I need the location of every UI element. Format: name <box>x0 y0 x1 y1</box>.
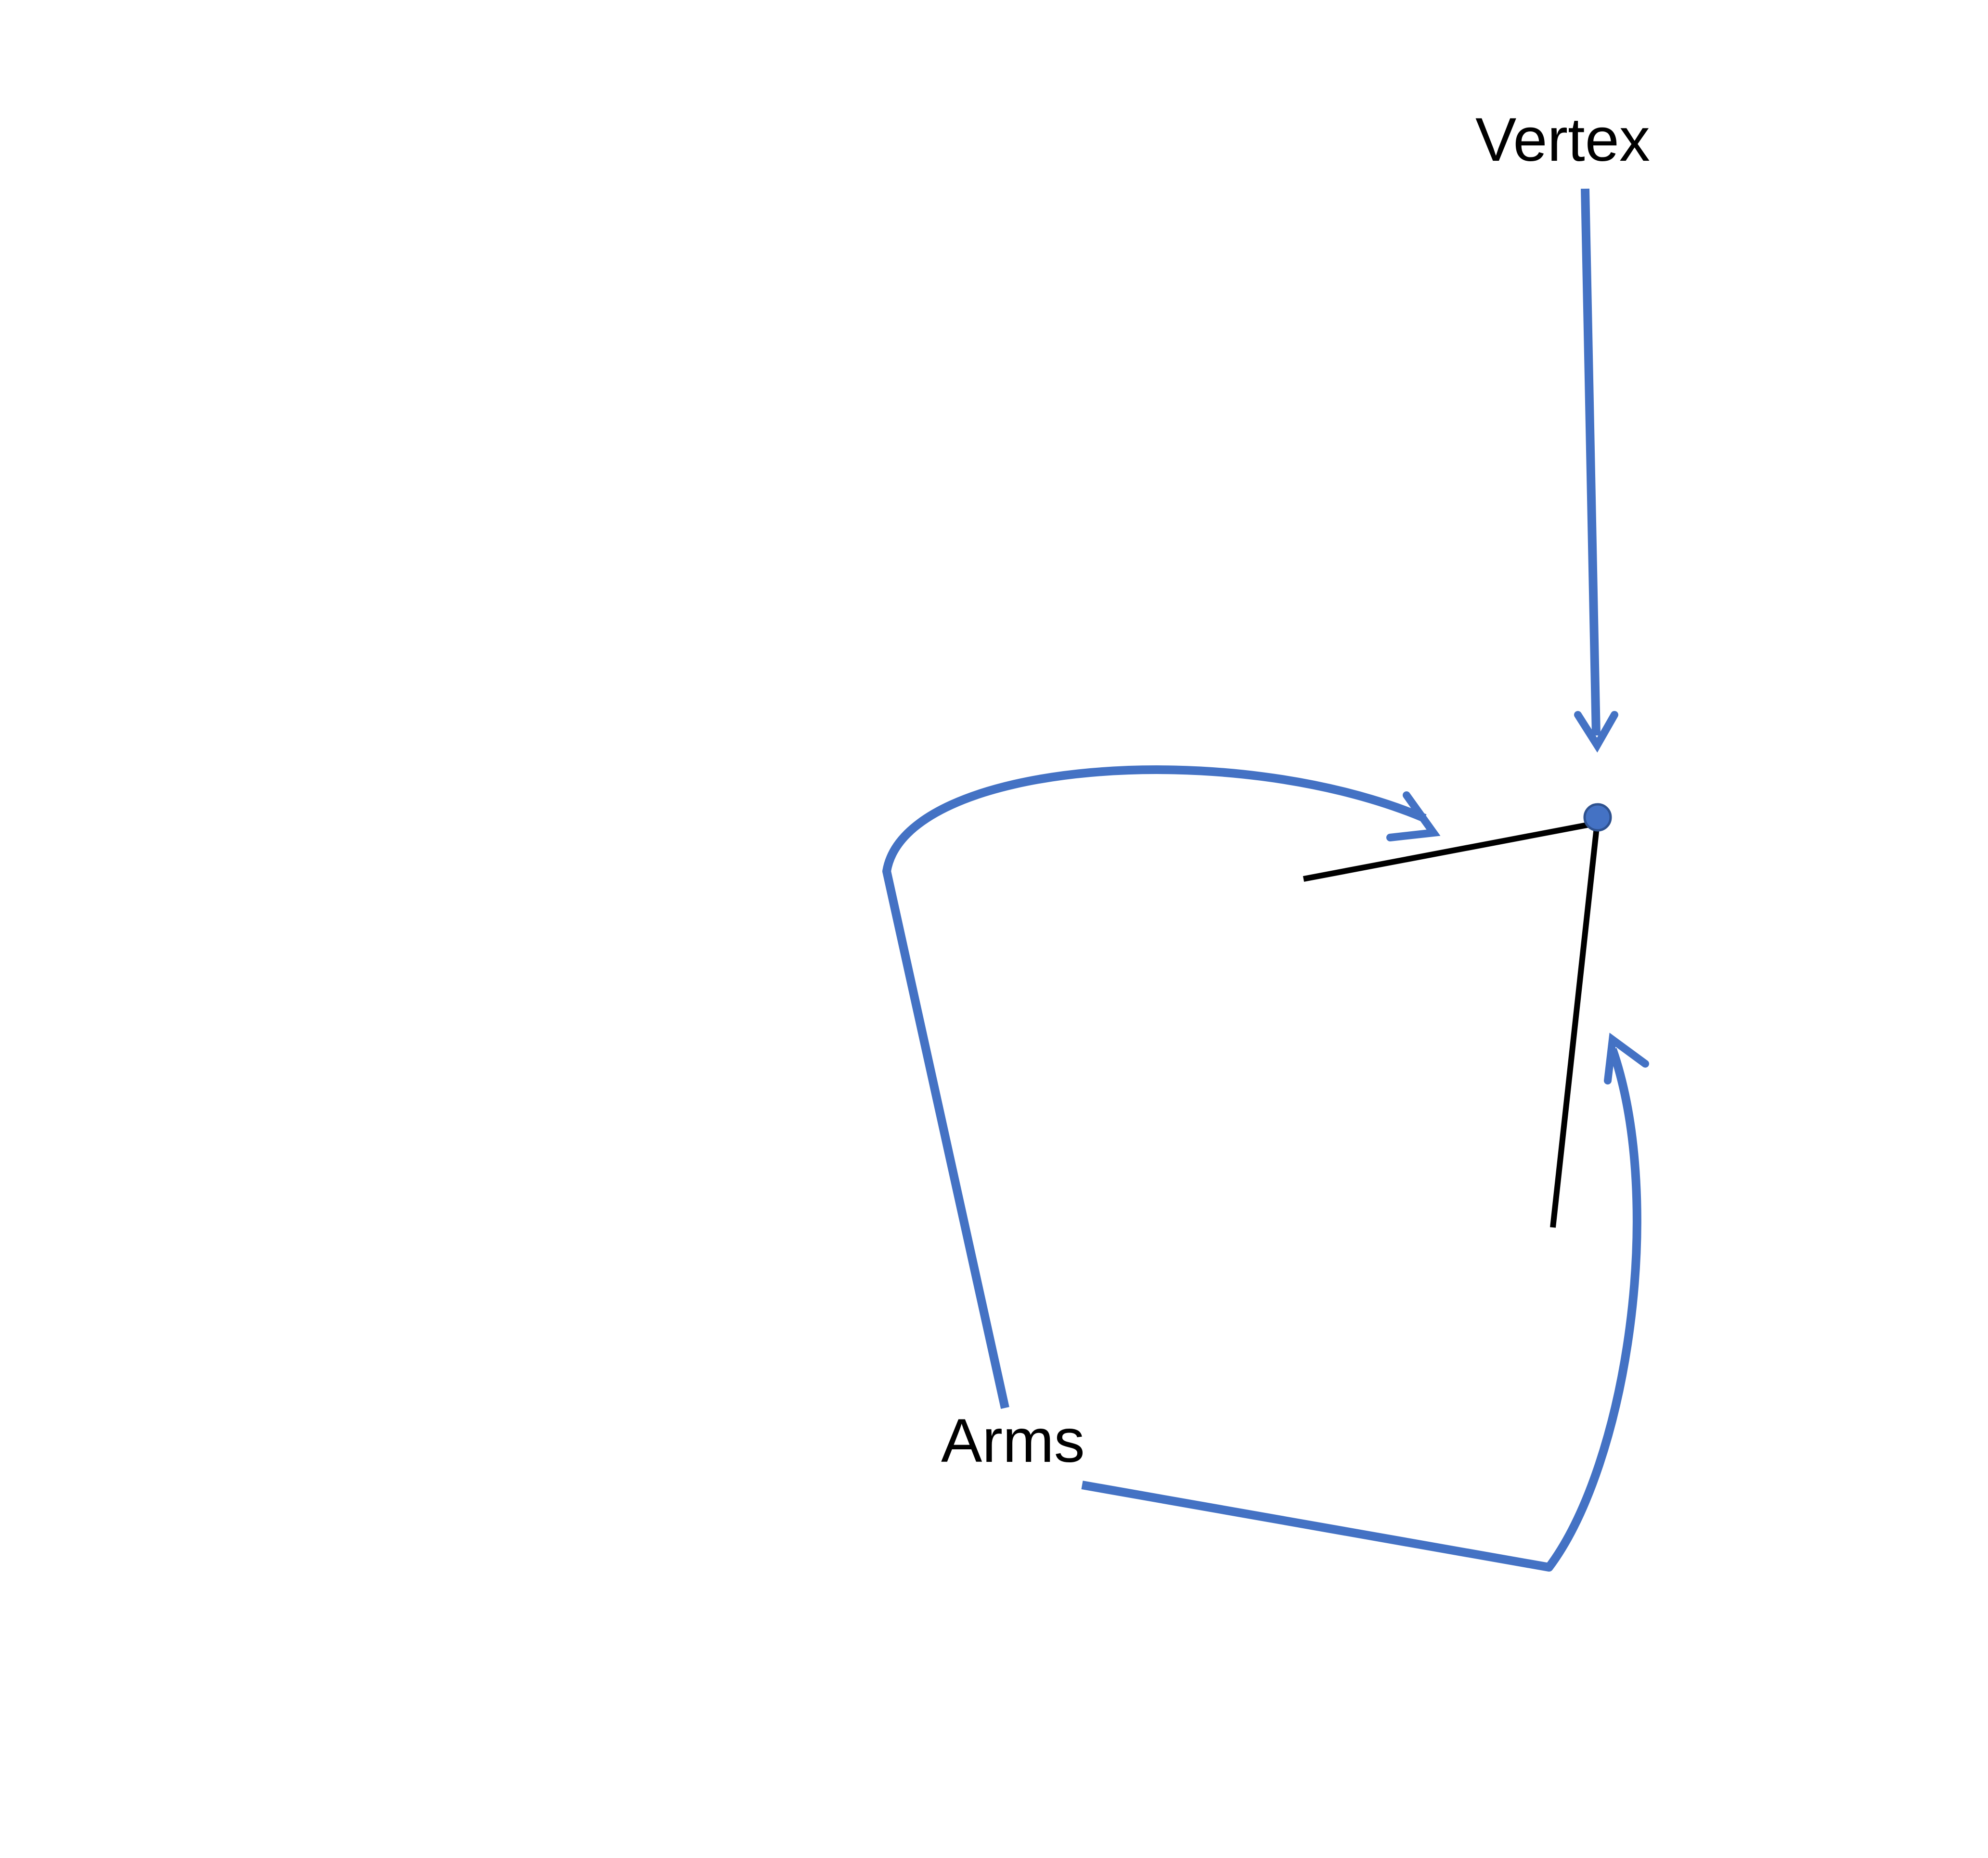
angle-arm-upper <box>1303 820 1598 882</box>
arms-pointer-arrow-upper <box>882 765 1441 1409</box>
vertex-pointer-arrow <box>1574 188 1618 753</box>
arms-label: Arms <box>941 1406 1085 1475</box>
vertex-pointer-arrowhead <box>1574 711 1618 753</box>
angle-arm-lower <box>1550 823 1600 1228</box>
vertex-label: Vertex <box>1475 105 1650 174</box>
arms-pointer-arrow-lower <box>1081 1032 1649 1572</box>
vertex-pointer-shaft <box>1581 188 1601 736</box>
vertex-point <box>1583 803 1612 832</box>
arms-pointer-upper-path <box>882 765 1427 1409</box>
arms-pointer-lower-arrowhead <box>1604 1032 1649 1084</box>
arms-pointer-lower-path <box>1081 1048 1641 1572</box>
arms-pointer-upper-arrowhead <box>1386 791 1441 841</box>
